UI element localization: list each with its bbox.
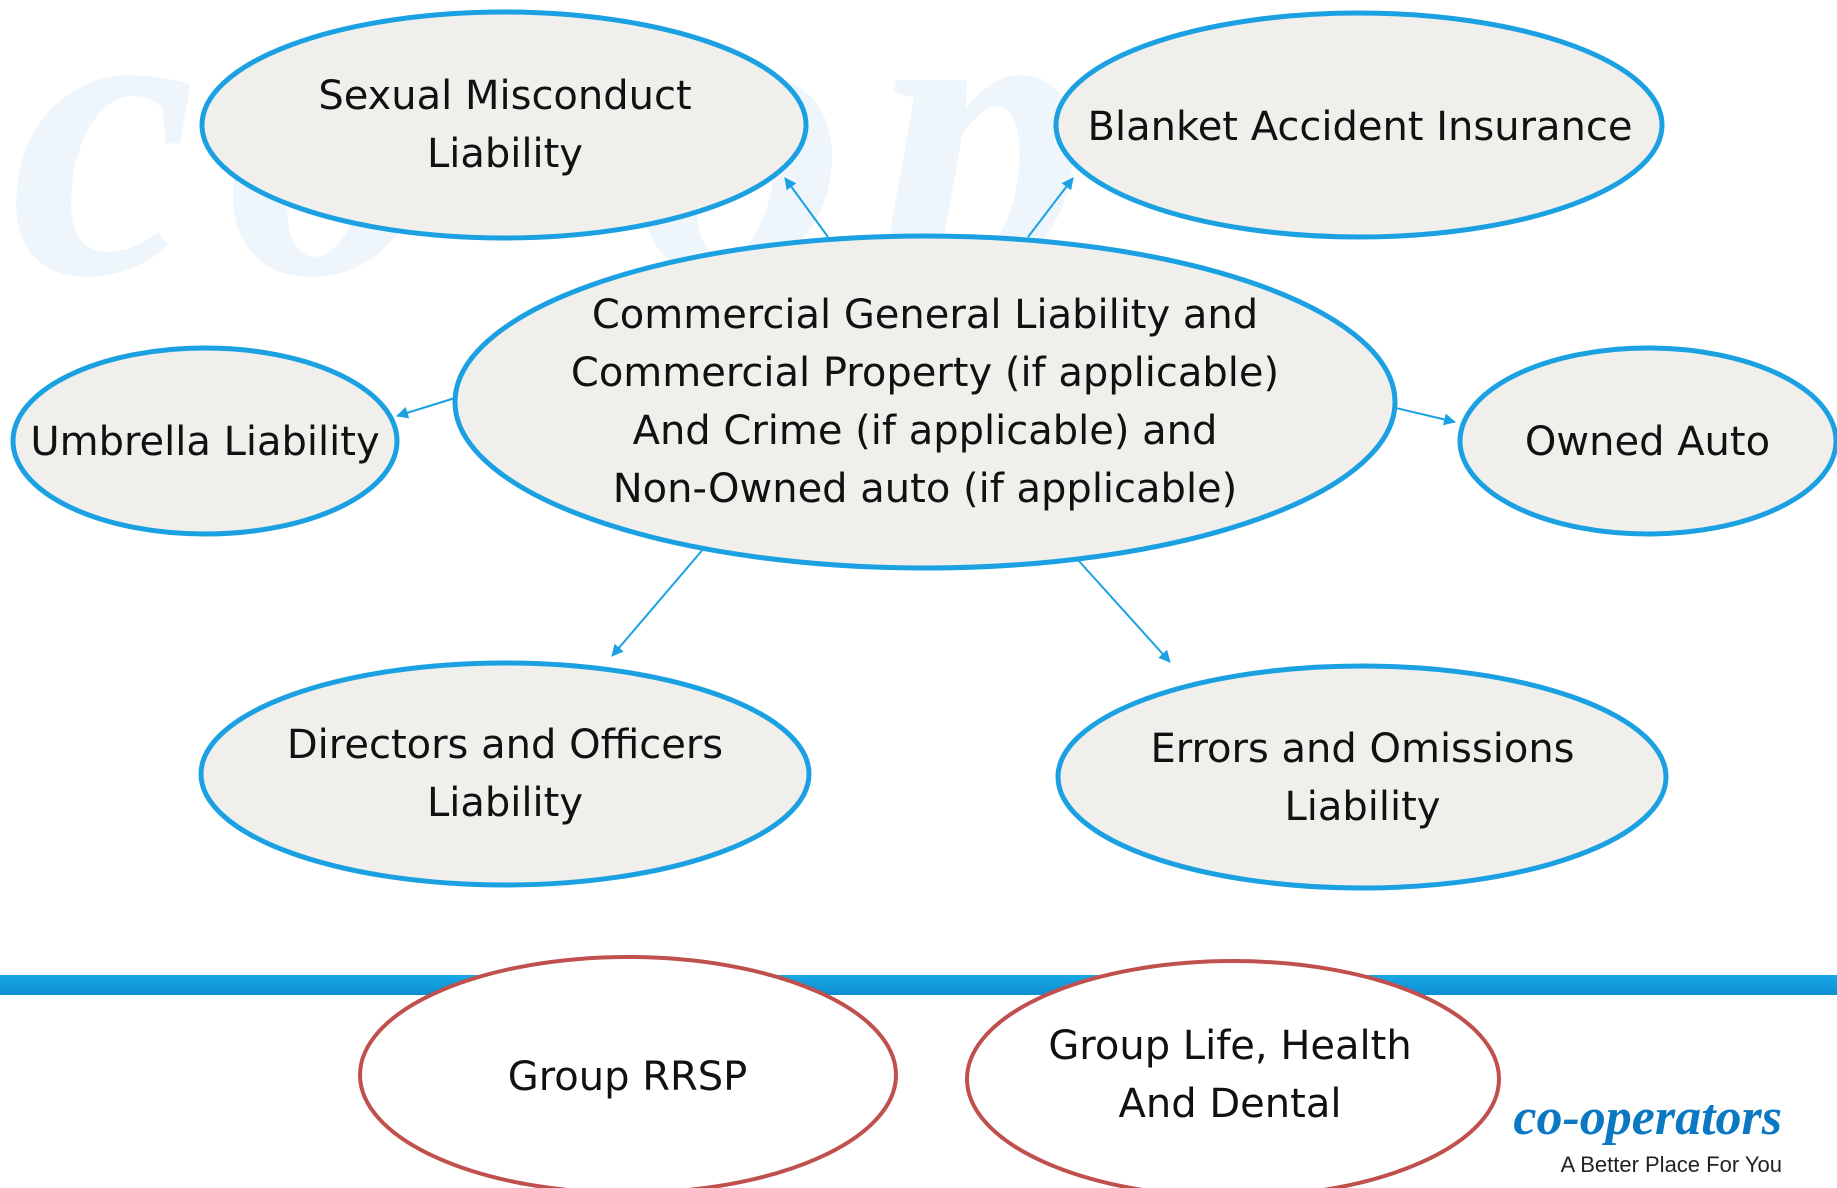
sexual-misconduct-label: Sexual Misconduct Liability (318, 73, 692, 177)
center-node-label: Commercial General Liability and Commerc… (570, 292, 1280, 512)
umbrella-ellipse (10, 345, 400, 537)
arrow-to-sexual-misconduct (784, 177, 829, 238)
directors-officers-ellipse (198, 660, 812, 888)
group-rrsp-label: Group RRSP (507, 1054, 748, 1100)
brand-name: co-operators (1513, 1089, 1782, 1146)
blanket-accident-ellipse (1053, 10, 1665, 240)
brand-logo: co-operators A Better Place For You (1513, 1090, 1782, 1178)
group-rrsp-ellipse (358, 955, 898, 1188)
errors-omissions-label: Errors and Omissions Liability (1150, 726, 1575, 830)
sexual-misconduct-ellipse (199, 9, 809, 241)
group-life-label: Group Life, Health And Dental (1048, 1023, 1412, 1127)
arrow-to-umbrella (396, 397, 456, 419)
umbrella-label: Umbrella Liability (30, 419, 380, 465)
group-life-ellipse (965, 959, 1501, 1188)
arrow-to-errors-omissions (1077, 559, 1171, 663)
errors-omissions-ellipse (1055, 663, 1669, 891)
arrow-to-blanket-accident (1027, 177, 1074, 238)
arrow-to-owned-auto (1395, 407, 1456, 426)
arrow-to-directors-officers (611, 546, 706, 657)
directors-officers-label: Directors and Officers Liability (286, 722, 724, 826)
blanket-accident-label: Blanket Accident Insurance (1087, 104, 1633, 150)
brand-tagline: A Better Place For You (1560, 1152, 1782, 1177)
owned-auto-ellipse (1457, 345, 1837, 537)
center-ellipse (452, 233, 1398, 571)
owned-auto-label: Owned Auto (1524, 419, 1771, 465)
